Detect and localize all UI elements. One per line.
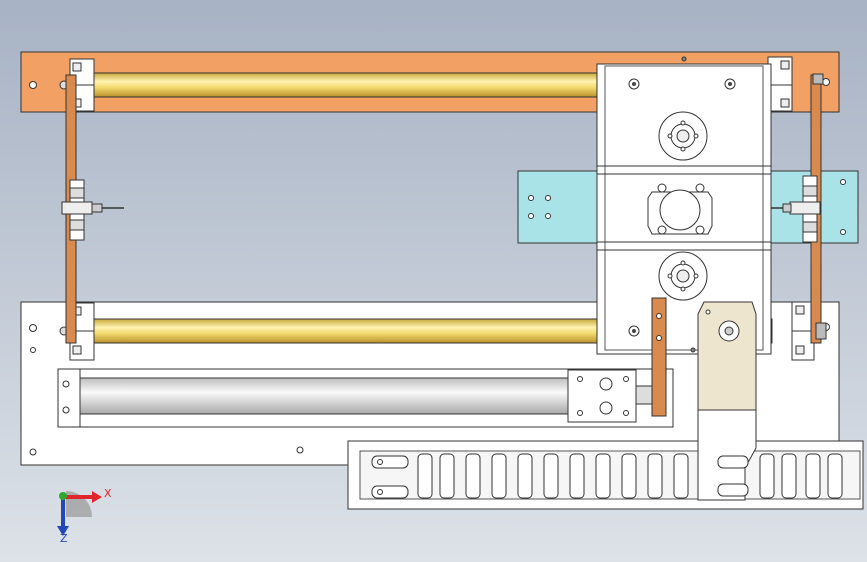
lower-bearing-housing[interactable] [658, 251, 708, 301]
coordinate-triad: X Z [57, 487, 112, 545]
axis-y-point-icon [59, 492, 67, 500]
rod-support-top-right[interactable] [767, 56, 793, 112]
axis-x-label: X [104, 487, 112, 500]
upper-bearing-housing[interactable] [658, 111, 708, 161]
axis-z-label: Z [60, 532, 68, 545]
stepper-motor-flange[interactable] [647, 183, 713, 235]
right-swing-arm[interactable] [770, 73, 827, 344]
axis-z-arrowhead-icon [57, 526, 69, 536]
pneumatic-cylinder[interactable] [57, 368, 674, 428]
axis-x-arrowhead-icon [92, 491, 102, 503]
cable-drag-chain[interactable] [347, 409, 864, 510]
copper-link-arm[interactable] [651, 297, 667, 417]
tan-mounting-bracket[interactable] [697, 301, 757, 411]
left-swing-arm[interactable] [61, 74, 124, 344]
rod-support-bottom-right[interactable] [791, 301, 815, 361]
